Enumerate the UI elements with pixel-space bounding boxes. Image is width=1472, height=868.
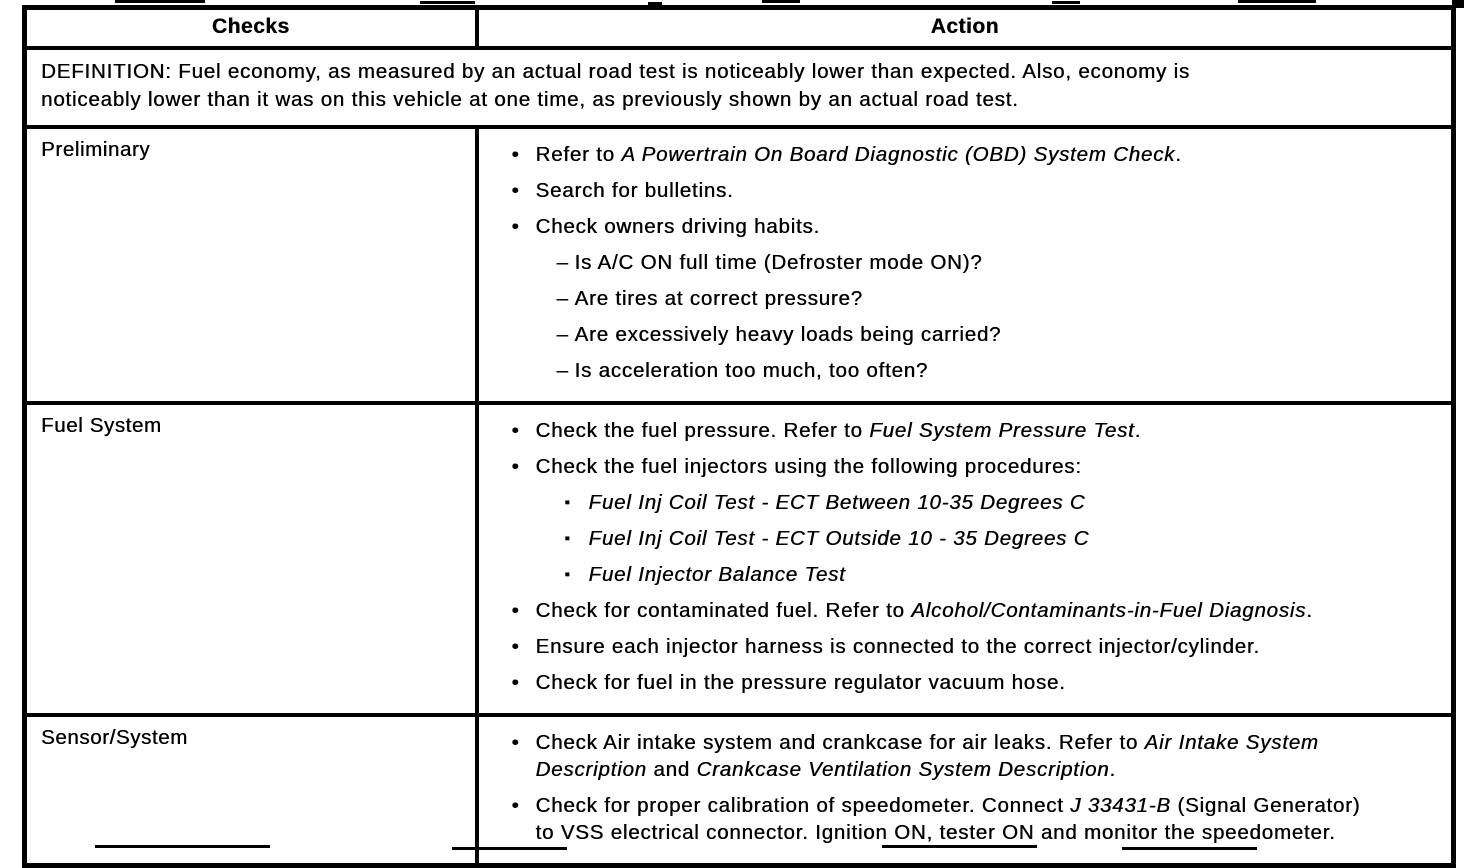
dash-icon: – [556, 287, 569, 310]
action-item: • Check the fuel pressure. Refer to Fuel … [491, 417, 1442, 444]
action-text: Check for proper calibration of speedome… [535, 794, 1361, 844]
table-header-row: Checks Action [22, 5, 1456, 50]
action-text: Check for fuel in the pressure regulator… [535, 671, 1066, 694]
action-text: Are tires at correct pressure? [574, 287, 863, 310]
action-text: Check for contaminated fuel. Refer to Al… [535, 599, 1313, 622]
action-item: –Are tires at correct pressure? [491, 285, 1442, 312]
action-text: Check owners driving habits. [535, 215, 820, 238]
action-text: Refer to A Powertrain On Board Diagnosti… [535, 143, 1182, 166]
action-text: Is acceleration too much, too often? [574, 359, 929, 382]
scan-noise [762, 0, 800, 3]
action-text: Are excessively heavy loads being carrie… [574, 323, 1002, 346]
action-item: ▪ Fuel Injector Balance Test [491, 561, 1442, 588]
action-item: • Check for proper calibration of speedom… [491, 792, 1442, 846]
bullet-icon: • [511, 731, 520, 754]
square-bullet-icon: ▪ [564, 566, 571, 583]
action-item: • Check owners driving habits. [491, 213, 1442, 240]
bullet-icon: • [511, 671, 520, 694]
action-text: Fuel Inj Coil Test - ECT Outside 10 - 35… [588, 527, 1090, 550]
bullet-icon: • [511, 419, 520, 442]
action-item: • Check for contaminated fuel. Refer to A… [491, 597, 1442, 624]
action-cell: • Check the fuel pressure. Refer to Fuel … [474, 401, 1456, 717]
table-row: Preliminary • Refer to A Powertrain On Boa… [22, 125, 1456, 405]
dash-icon: – [556, 251, 569, 274]
scan-noise [1452, 0, 1464, 8]
action-item: –Is acceleration too much, too often? [491, 357, 1442, 384]
action-item: • Search for bulletins. [491, 177, 1442, 204]
bullet-icon: • [511, 599, 520, 622]
action-item: • Check Air intake system and crankcase f… [491, 729, 1442, 783]
scan-noise [1052, 1, 1080, 4]
scan-noise [420, 1, 475, 4]
action-item: • Refer to A Powertrain On Board Diagnost… [491, 141, 1442, 168]
bullet-icon: • [511, 455, 520, 478]
bullet-icon: • [511, 635, 520, 658]
action-item: ▪ Fuel Inj Coil Test - ECT Outside 10 - 3… [491, 525, 1442, 552]
table-row: Sensor/System • Check Air intake system an… [22, 713, 1456, 868]
check-label: Preliminary [22, 125, 479, 405]
table-row: Fuel System • Check the fuel pressure. Ref… [22, 401, 1456, 717]
action-text: Search for bulletins. [535, 179, 734, 202]
action-item: –Are excessively heavy loads being carri… [491, 321, 1442, 348]
action-text: Check Air intake system and crankcase fo… [535, 731, 1319, 781]
dash-icon: – [556, 323, 569, 346]
scan-noise [648, 2, 662, 5]
action-item: ▪ Fuel Inj Coil Test - ECT Between 10-35 … [491, 489, 1442, 516]
check-label: Sensor/System [22, 713, 479, 868]
square-bullet-icon: ▪ [564, 530, 571, 547]
action-item: –Is A/C ON full time (Defroster mode ON)… [491, 249, 1442, 276]
action-text: Check the fuel pressure. Refer to Fuel S… [535, 419, 1142, 442]
diagnostic-table: Checks Action DEFINITION: Fuel economy, … [22, 5, 1456, 868]
bullet-icon: • [511, 179, 520, 202]
action-text: Fuel Injector Balance Test [588, 563, 846, 586]
action-text: Fuel Inj Coil Test - ECT Between 10-35 D… [588, 491, 1086, 514]
definition-row: DEFINITION: Fuel economy, as measured by… [22, 46, 1456, 129]
action-text: Ensure each injector harness is connecte… [535, 635, 1260, 658]
bullet-icon: • [511, 794, 520, 817]
action-item: • Check the fuel injectors using the foll… [491, 453, 1442, 480]
check-label: Fuel System [22, 401, 479, 717]
dash-icon: – [556, 359, 569, 382]
action-text: Check the fuel injectors using the follo… [535, 455, 1082, 478]
scan-noise [115, 0, 205, 3]
definition-cell: DEFINITION: Fuel economy, as measured by… [22, 46, 1456, 129]
square-bullet-icon: ▪ [564, 494, 571, 511]
action-item: • Ensure each injector harness is connect… [491, 633, 1442, 660]
definition-text: DEFINITION: Fuel economy, as measured by… [41, 60, 1190, 111]
action-item: • Check for fuel in the pressure regulato… [491, 669, 1442, 696]
scan-noise [1238, 0, 1316, 3]
bullet-icon: • [511, 215, 520, 238]
action-text: Is A/C ON full time (Defroster mode ON)? [574, 251, 983, 274]
action-cell: • Check Air intake system and crankcase f… [474, 713, 1456, 868]
action-column-header: Action [474, 5, 1456, 50]
bullet-icon: • [511, 143, 520, 166]
action-cell: • Refer to A Powertrain On Board Diagnost… [474, 125, 1456, 405]
checks-column-header: Checks [22, 5, 479, 50]
